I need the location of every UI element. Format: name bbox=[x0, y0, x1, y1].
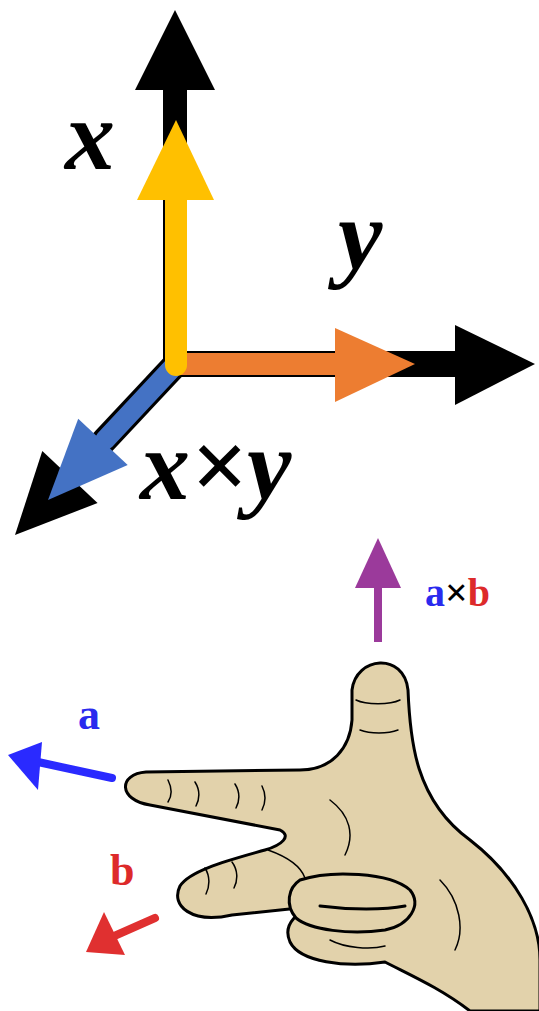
hand-drawing bbox=[125, 663, 539, 1011]
vector-label: a bbox=[78, 693, 100, 737]
axis-label: x bbox=[65, 86, 115, 186]
black-axes bbox=[15, 10, 535, 535]
vector-label: b bbox=[110, 849, 134, 893]
axis-label: y bbox=[338, 186, 382, 286]
cross-product-label: a×b bbox=[425, 573, 490, 613]
axis-label: x×y bbox=[140, 416, 291, 516]
